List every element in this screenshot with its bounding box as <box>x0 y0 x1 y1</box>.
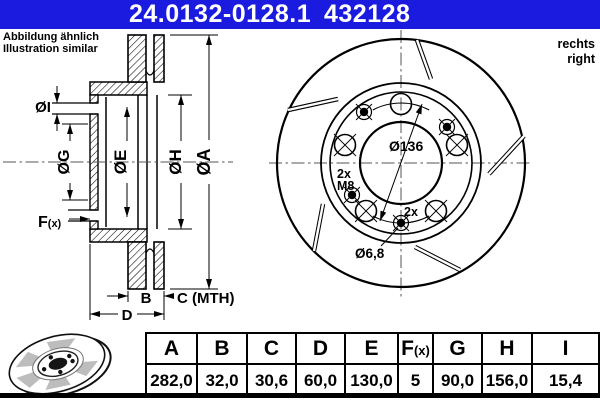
label-bolt-circle: Ø136 <box>389 138 423 154</box>
col-header-h: H <box>481 332 533 365</box>
dimension-lines <box>54 35 212 317</box>
front-view: Ø136 2x M8 2x Ø6,8 <box>269 30 533 300</box>
col-header-i: I <box>531 332 600 365</box>
f-main: F <box>38 214 48 231</box>
cross-section-view: ØI ØG ØE ØH ØA F(x) B C (MTH) D <box>3 34 234 324</box>
dim-label-dia-a: ØA <box>194 148 214 175</box>
note-line-de: Abbildung ähnlich <box>3 31 99 43</box>
spec-value-row: 282,0 32,0 30,6 60,0 130,0 5 90,0 156,0 … <box>145 363 600 398</box>
value-c: 30,6 <box>246 363 297 398</box>
part-number-bar: 24.0132-0128.1 432128 <box>0 0 600 29</box>
dim-label-dia-e: ØE <box>111 150 130 175</box>
value-e: 130,0 <box>344 363 399 398</box>
side-line-en: right <box>567 52 595 66</box>
hub-outer-circle <box>320 82 482 244</box>
value-a: 282,0 <box>145 363 198 398</box>
label-aux-dia: Ø6,8 <box>355 246 385 261</box>
dim-label-dia-h: ØH <box>166 149 185 175</box>
label-m8-count: 2x <box>337 167 351 181</box>
value-f: 5 <box>397 363 434 398</box>
dim-label-dia-g: ØG <box>56 150 73 175</box>
col-header-e: E <box>344 332 399 365</box>
col-header-g: G <box>432 332 483 365</box>
value-h: 156,0 <box>481 363 533 398</box>
col-header-f: F(x) <box>397 332 434 365</box>
f-sub: (x) <box>48 218 62 230</box>
part-number-primary: 24.0132-0128.1 <box>129 0 312 28</box>
col-header-f-main: F <box>401 336 414 360</box>
dim-label-f: F(x) <box>38 214 62 231</box>
dim-label-b: B <box>141 290 152 307</box>
part-number-secondary: 432128 <box>324 0 411 28</box>
value-b: 32,0 <box>196 363 248 398</box>
value-d: 60,0 <box>295 363 346 398</box>
disc-slots <box>287 39 526 273</box>
hub-inner-circle <box>329 91 473 235</box>
dim-label-c: C (MTH) <box>177 290 234 307</box>
side-line-de: rechts <box>557 37 595 51</box>
dim-label-dia-i: ØI <box>35 99 51 116</box>
label-aux-count: 2x <box>404 205 418 219</box>
spec-header-row: A B C D E F(x) G H I <box>145 332 600 365</box>
label-m8: M8 <box>337 179 354 193</box>
bottom-border <box>0 393 600 398</box>
illustration-similar-note: Abbildung ähnlich Illustration similar <box>3 31 99 55</box>
col-header-b: B <box>196 332 248 365</box>
disc-outer-edge <box>275 37 527 289</box>
dim-label-d: D <box>122 307 133 324</box>
product-photo <box>8 333 112 398</box>
side-indicator: rechts right <box>557 37 595 67</box>
col-header-c: C <box>246 332 297 365</box>
spec-table: A B C D E F(x) G H I 282,0 32,0 30,6 60,… <box>145 332 600 398</box>
note-line-en: Illustration similar <box>3 43 98 55</box>
col-header-d: D <box>295 332 346 365</box>
col-header-a: A <box>145 332 198 365</box>
col-header-f-sub: (x) <box>413 342 430 358</box>
